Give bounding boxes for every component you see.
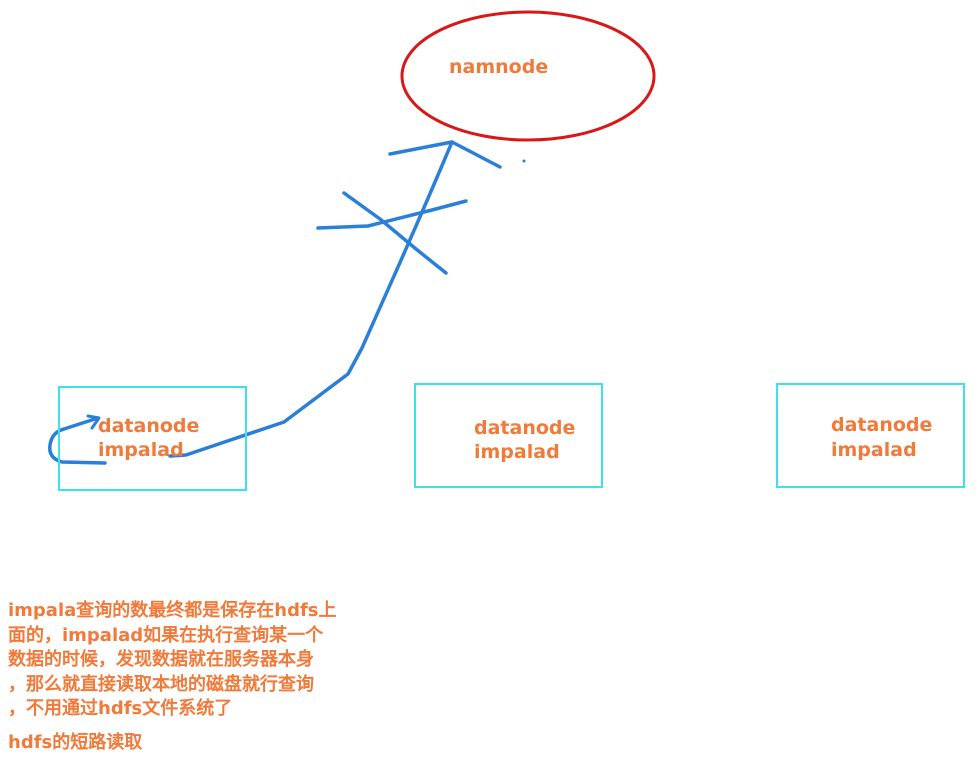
stray-dot bbox=[522, 159, 526, 163]
datanode-1-label: datanode bbox=[98, 415, 200, 437]
namenode-label: namnode bbox=[449, 56, 549, 78]
impalad-2-label: impalad bbox=[474, 441, 560, 463]
request-path-stroke bbox=[168, 140, 454, 458]
datanode-3-label: datanode bbox=[831, 414, 933, 436]
cross-out-mark-1 bbox=[316, 199, 468, 230]
note-caption: hdfs的短路读取 bbox=[8, 732, 143, 753]
datanode-box-3 bbox=[776, 383, 965, 488]
arrowhead-to-namenode bbox=[388, 140, 502, 169]
datanode-2-label: datanode bbox=[474, 417, 576, 439]
note-line-5: ，不用通过hdfs文件系统了 bbox=[8, 698, 233, 719]
note-line-3: 数据的时候，发现数据就在服务器本身 bbox=[8, 649, 314, 670]
datanode-box-1 bbox=[58, 386, 247, 491]
note-line-1: impala查询的数最终都是保存在hdfs上 bbox=[8, 600, 337, 621]
datanode-box-2 bbox=[414, 383, 603, 488]
note-line-4: ，那么就直接读取本地的磁盘就行查询 bbox=[8, 674, 314, 695]
namenode-ellipse bbox=[400, 10, 656, 142]
local-read-arrowhead bbox=[86, 414, 101, 430]
impalad-1-label: impalad bbox=[98, 439, 184, 461]
impalad-3-label: impalad bbox=[831, 439, 917, 461]
cross-out-mark-2 bbox=[342, 191, 448, 275]
note-line-2: 面的，impalad如果在执行查询某一个 bbox=[8, 625, 324, 646]
